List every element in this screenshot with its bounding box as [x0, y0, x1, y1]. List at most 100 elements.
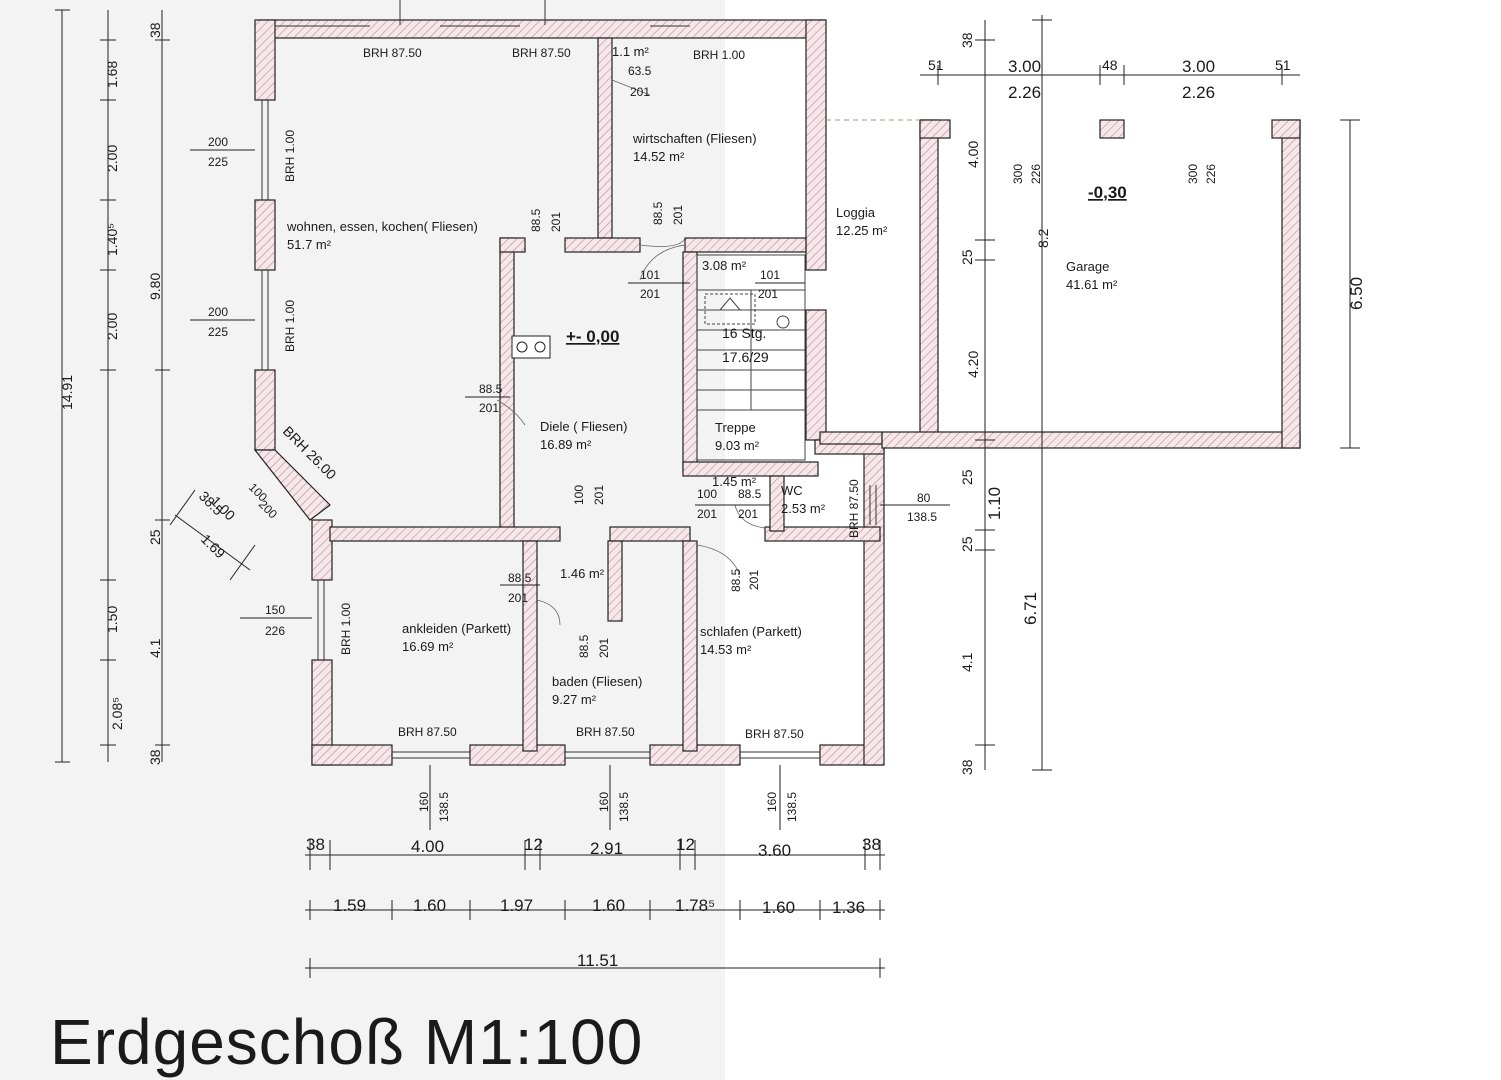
opening-height: 226 — [1204, 164, 1218, 184]
room-wohnen-label: wohnen, essen, kochen( Fliesen) — [286, 219, 478, 234]
storage-area: 1.1 m² — [612, 44, 650, 59]
dim-right: 25 — [959, 469, 975, 485]
dim-bottom: 38 — [306, 835, 325, 854]
room-labels: wirtschaften (Fliesen) 14.52 m² wohnen, … — [286, 44, 1127, 707]
dim-left: 38 — [147, 749, 163, 765]
door-width: 63.5 — [628, 64, 652, 78]
dim-left: 2.00 — [104, 145, 120, 172]
dimension-lines — [55, 9, 1360, 978]
room-wirtschaften-label: wirtschaften (Fliesen) — [632, 131, 757, 146]
room-ankleiden-label: ankleiden (Parkett) — [402, 621, 511, 636]
dim-top-2: 2.26 — [1008, 83, 1041, 102]
room-baden-area: 9.27 m² — [552, 692, 597, 707]
dim-bottom: 4.00 — [411, 837, 444, 856]
dim-top: 3.00 — [1182, 57, 1215, 76]
opening-width: 300 — [1011, 164, 1025, 184]
dim-bottom-2: 1.60 — [592, 896, 625, 915]
opening-width: 150 — [265, 603, 285, 617]
opening-width: 80 — [917, 491, 931, 505]
door-width: 101 — [640, 268, 660, 282]
floor-level: +- 0,00 — [566, 327, 619, 346]
dim-right: 38 — [959, 32, 975, 48]
floor-plan: wirtschaften (Fliesen) 14.52 m² wohnen, … — [55, 0, 1366, 978]
door-height: 201 — [508, 591, 528, 605]
door-height: 201 — [758, 287, 778, 301]
dimensions-diagonal: 38.5 1.00 100 200 1.69 — [196, 480, 280, 561]
dim-bottom: 38 — [862, 835, 881, 854]
opening-height: 138.5 — [785, 792, 799, 822]
opening-height: 225 — [208, 155, 228, 169]
door-width: 88.5 — [508, 571, 532, 585]
dimensions-top: 51 3.00 48 3.00 51 2.26 2.26 — [928, 57, 1291, 102]
stairs-steps: 16 Stg. — [722, 325, 766, 341]
dimensions-right: 38 4.00 25 4.20 25 1.10 25 4.1 38 8.2 6.… — [959, 32, 1366, 775]
dim-right: 4.00 — [965, 141, 981, 168]
garage-level: -0,30 — [1088, 183, 1127, 202]
stairs-ratio: 17.6/29 — [722, 349, 769, 365]
opening-width: 200 — [208, 305, 228, 319]
opening-height: 138.5 — [437, 792, 451, 822]
door-height: 201 — [747, 570, 761, 590]
dim-bottom-total: 11.51 — [577, 951, 618, 970]
dim-right: 4.20 — [965, 351, 981, 378]
dim-left: 2.00 — [104, 313, 120, 340]
door-height: 201 — [640, 287, 660, 301]
dim-right: 38 — [959, 759, 975, 775]
dimensions-bottom: 38 4.00 12 2.91 12 3.60 38 1.59 1.60 1.9… — [306, 835, 881, 970]
dim-top: 3.00 — [1008, 57, 1041, 76]
door-height: 201 — [671, 205, 685, 225]
room-garage-label: Garage — [1066, 259, 1109, 274]
dim-left: 1.40⁵ — [104, 223, 120, 256]
door-width: 88.5 — [479, 382, 503, 396]
dim-top: 48 — [1102, 57, 1118, 73]
door-width: 88.5 — [651, 201, 665, 225]
dim-bottom: 12 — [676, 835, 695, 854]
dim-left-total: 14.91 — [59, 375, 75, 410]
door-width: 100 — [572, 485, 586, 505]
dimensions-left: 38 1.68 2.00 1.40⁵ 2.00 25 1.50 2.08⁵ 38… — [59, 22, 163, 765]
room-garage-area: 41.61 m² — [1066, 277, 1118, 292]
brh-label: BRH 1.00 — [339, 603, 353, 655]
opening-width: 160 — [597, 792, 611, 812]
opening-width: 300 — [1186, 164, 1200, 184]
dim-bottom-2: 1.60 — [762, 898, 795, 917]
opening-height: 138.5 — [617, 792, 631, 822]
room-wohnen-area: 51.7 m² — [287, 237, 332, 252]
dim-top: 51 — [928, 57, 944, 73]
brh-label: BRH 87.50 — [847, 479, 861, 538]
dim-left: 25 — [147, 529, 163, 545]
door-height: 201 — [592, 485, 606, 505]
opening-width: 160 — [765, 792, 779, 812]
door-swings — [496, 79, 766, 626]
brh-label: BRH 87.50 — [576, 725, 635, 739]
dim-right-total: 6.50 — [1347, 277, 1366, 310]
opening-height: 226 — [1029, 164, 1043, 184]
opening-width: 200 — [208, 135, 228, 149]
room-baden-label: baden (Fliesen) — [552, 674, 642, 689]
dim-bottom: 2.91 — [590, 839, 623, 858]
brh-label: BRH 1.00 — [693, 48, 745, 62]
door-width: 88.5 — [738, 487, 762, 501]
brh-label: BRH 87.50 — [745, 727, 804, 741]
brh-label: BRH 1.00 — [283, 300, 297, 352]
room-treppe-label: Treppe — [715, 420, 756, 435]
room-diele-area: 16.89 m² — [540, 437, 592, 452]
door-height: 201 — [549, 212, 563, 232]
chimney — [511, 335, 551, 359]
door-height: 201 — [597, 638, 611, 658]
stairs — [696, 254, 806, 461]
dim-bottom-2: 1.60 — [413, 896, 446, 915]
dim-bottom: 3.60 — [758, 841, 791, 860]
dim-bottom-2: 1.97 — [500, 896, 533, 915]
dim-bottom-2: 1.36 — [832, 898, 865, 917]
dim-right: 1.10 — [985, 487, 1004, 520]
room-wirtschaften-area: 14.52 m² — [633, 149, 685, 164]
room-schlafen-label: schlafen (Parkett) — [700, 624, 802, 639]
door-width: 100 — [697, 487, 717, 501]
hall-area: 3.08 m² — [702, 258, 747, 273]
room-diele-label: Diele ( Fliesen) — [540, 419, 627, 434]
walls — [253, 19, 1301, 766]
wc-hall-area: 1.45 m² — [712, 474, 757, 489]
dim-right: 25 — [959, 249, 975, 265]
room-wc-area: 2.53 m² — [781, 501, 826, 516]
